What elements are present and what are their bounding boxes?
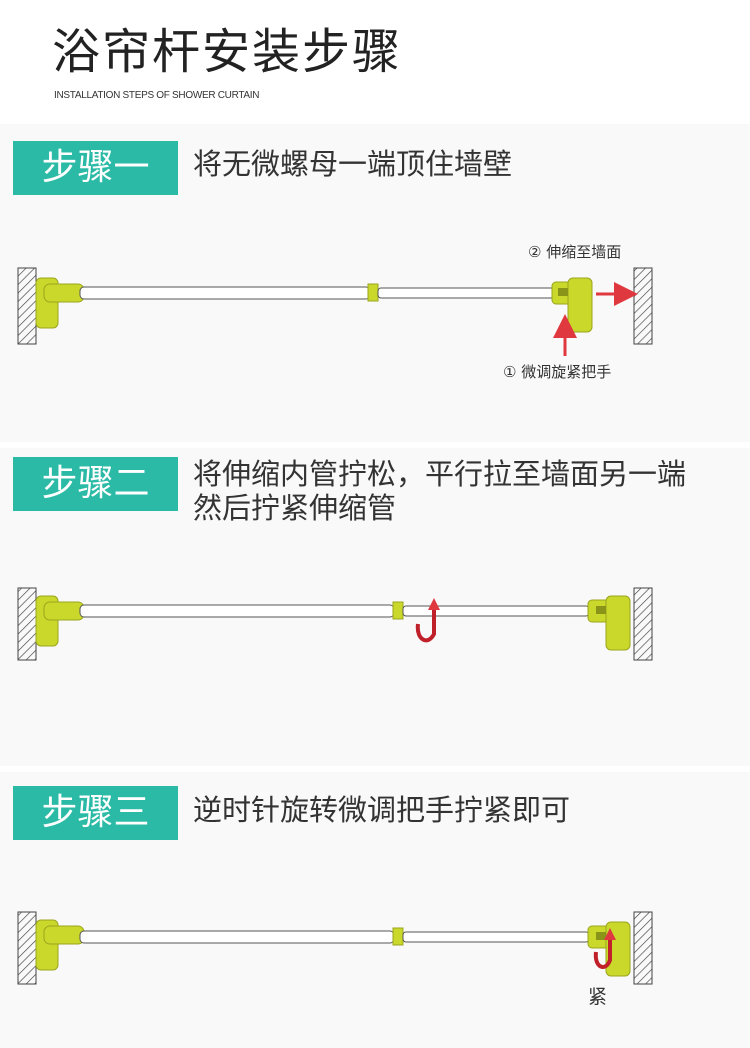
step-3-badge: 步骤三 bbox=[13, 786, 178, 840]
right-wall bbox=[633, 911, 653, 985]
rod-joint bbox=[392, 601, 404, 620]
step-1-diagram bbox=[17, 267, 653, 356]
step-1-instruction: 将无微螺母一端顶住墙壁 bbox=[193, 147, 513, 181]
left-bracket bbox=[35, 919, 85, 971]
extend-label: ② 伸缩至墙面 bbox=[528, 243, 622, 261]
step-2-instruction-line-1: 将伸缩内管拧松，平行拉至墙面另一端 bbox=[193, 457, 687, 491]
rod-inner-tube bbox=[402, 931, 590, 943]
fine-tune-label: ① 微调旋紧把手 bbox=[503, 363, 612, 381]
page-title: 浴帘杆安装步骤 bbox=[52, 24, 403, 80]
rod-outer-tube bbox=[79, 930, 395, 944]
page-subtitle: INSTALLATION STEPS OF SHOWER CURTAIN bbox=[54, 90, 260, 101]
step-1-panel: 步骤一 将无微螺母一端顶住墙壁 bbox=[0, 124, 750, 442]
left-wall bbox=[17, 267, 37, 345]
right-wall bbox=[633, 267, 653, 345]
rod-joint bbox=[367, 283, 379, 302]
left-bracket bbox=[35, 595, 85, 647]
rod-outer-tube bbox=[79, 604, 395, 618]
rod-joint bbox=[392, 927, 404, 946]
step-2-badge: 步骤二 bbox=[13, 457, 178, 511]
left-wall bbox=[17, 587, 37, 661]
tighten-label: 紧 bbox=[588, 986, 608, 1008]
step-3-instruction: 逆时针旋转微调把手拧紧即可 bbox=[193, 793, 571, 827]
rotate-arrow bbox=[415, 608, 436, 643]
step-1-badge: 步骤一 bbox=[13, 141, 178, 195]
right-bracket bbox=[551, 277, 593, 333]
step-3-diagram bbox=[17, 911, 653, 985]
step-2-panel: 步骤二 将伸缩内管拧松，平行拉至墙面另一端 然后拧紧伸缩管 bbox=[0, 448, 750, 766]
left-bracket bbox=[35, 277, 85, 329]
rod-inner-tube bbox=[377, 287, 555, 299]
rod-outer-tube bbox=[79, 286, 371, 300]
step-3-panel: 步骤三 逆时针旋转微调把手拧紧即可 紧 bbox=[0, 772, 750, 1048]
right-wall bbox=[633, 587, 653, 661]
left-wall bbox=[17, 911, 37, 985]
right-bracket bbox=[587, 595, 631, 651]
step-2-diagram bbox=[17, 587, 653, 661]
tighten-arrow bbox=[593, 938, 612, 969]
step-2-instruction-line-2: 然后拧紧伸缩管 bbox=[193, 491, 397, 525]
